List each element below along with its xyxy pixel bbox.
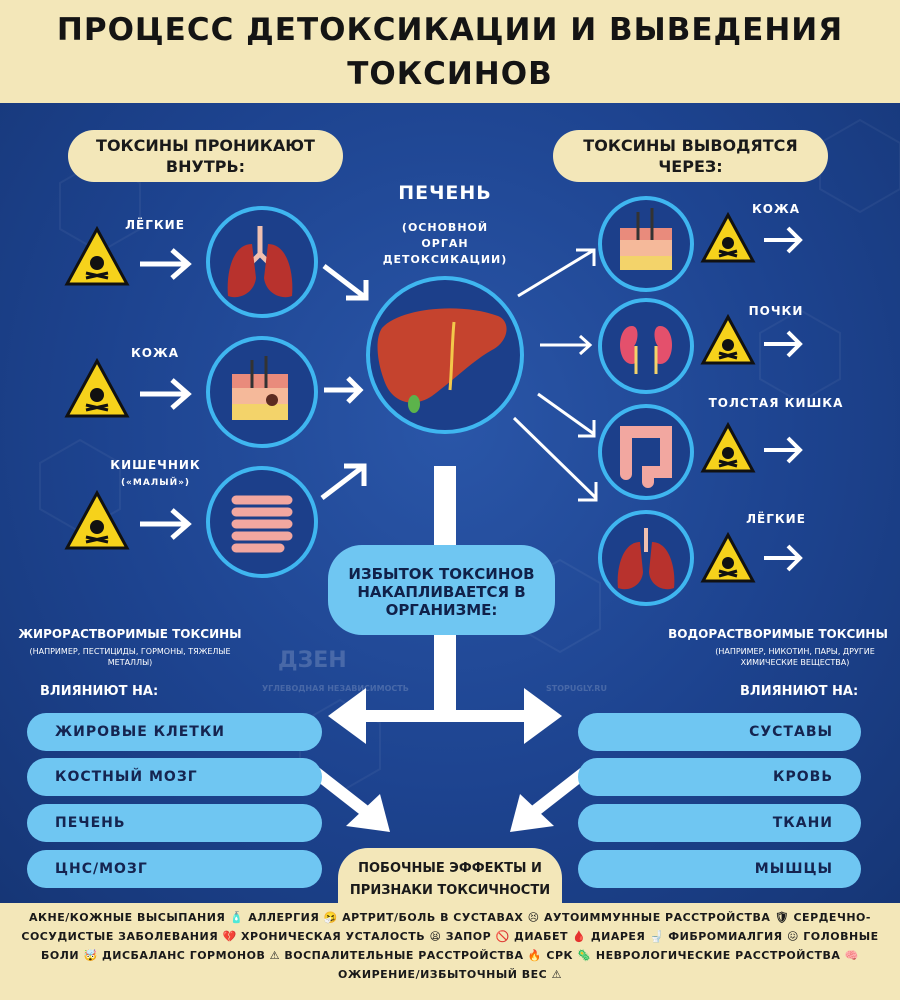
fat-item: ЖИРОВЫЕ КЛЕТКИ: [27, 713, 322, 751]
liver-subtitle: (ОСНОВНОЙ ОРГАН ДЕТОКСИКАЦИИ): [382, 221, 508, 266]
entry-circle-intestine: [206, 466, 318, 578]
side-effects-list: АКНЕ/КОЖНЫЕ ВЫСЫПАНИЯ 🧴 АЛЛЕРГИЯ 🤧 АРТРИ…: [21, 911, 879, 981]
entry-header: ТОКСИНЫ ПРОНИКАЮТ ВНУТРЬ:: [68, 130, 343, 182]
entry-label-intestine: КИШЕЧНИК: [110, 458, 201, 472]
skin-icon: [620, 208, 672, 270]
exit-circle-skin: [598, 196, 694, 292]
exit-circle-kidneys: [598, 298, 694, 394]
title-bar: ПРОЦЕСС ДЕТОКСИКАЦИИ И ВЫВЕДЕНИЯ ТОКСИНО…: [0, 0, 900, 103]
hazard-icon: [700, 532, 756, 583]
fat-item: КОСТНЫЙ МОЗГ: [27, 758, 322, 796]
arrow-diagonal-icon: [320, 463, 367, 500]
entry-circle-skin: [206, 336, 318, 448]
water-item: КРОВЬ: [578, 758, 861, 796]
hazard-icon: [64, 490, 130, 550]
exit-header: ТОКСИНЫ ВЫВОДЯТСЯ ЧЕРЕЗ:: [553, 130, 828, 182]
arrow-right-icon: [764, 330, 803, 358]
exit-label-skin: КОЖА: [752, 202, 800, 216]
lungs-icon: [227, 226, 293, 298]
hazard-icon: [700, 422, 756, 473]
entry-circle-lungs: [206, 206, 318, 318]
fat-affects-label: ВЛИЯНИЮТ НА:: [40, 684, 159, 699]
arrow-right-icon: [324, 376, 364, 404]
exit-circle-colon: [598, 404, 694, 500]
arrow-right-icon: [140, 508, 192, 540]
exit-label-lungs: ЛЁГКИЕ: [746, 512, 806, 526]
page-title: ПРОЦЕСС ДЕТОКСИКАЦИИ И ВЫВЕДЕНИЯ ТОКСИНО…: [56, 12, 844, 92]
entry-label-lungs: ЛЁГКИЕ: [125, 218, 185, 232]
liver-title: ПЕЧЕНЬ: [398, 182, 492, 204]
arrow-right-icon: [764, 436, 803, 464]
exit-circle-lungs: [598, 510, 694, 606]
water-soluble-sub: (НАПРИМЕР, НИКОТИН, ПАРЫ, ДРУГИЕ ХИМИЧЕС…: [715, 647, 875, 667]
hazard-icon: [64, 226, 130, 286]
fat-item: ЦНС/МОЗГ: [27, 850, 322, 888]
colon-icon: [620, 426, 672, 488]
liver-circle: [366, 276, 524, 434]
arrow-right-icon: [140, 378, 192, 410]
exit-label-kidneys: ПОЧКИ: [748, 304, 804, 318]
watermark-dzen-sub: УГЛЕВОДНАЯ НЕЗАВИСИМОСТЬ: [262, 684, 409, 693]
watermark-site: STOPUGLY.RU: [546, 684, 607, 693]
lungs-icon: [617, 528, 675, 590]
hazard-icon: [64, 358, 130, 418]
arrow-diagonal-icon: [517, 248, 596, 298]
arrow-right-icon: [764, 226, 803, 254]
arrow-diagonal-icon: [537, 392, 596, 438]
arrow-diagonal-icon: [322, 264, 369, 301]
arrow-diagonal-icon: [512, 416, 598, 502]
water-item: ТКАНИ: [578, 804, 861, 842]
flow-arrows: [328, 466, 562, 744]
hazard-icon: [700, 314, 756, 365]
hazard-icon: [700, 212, 756, 263]
intestine-icon: [231, 495, 293, 553]
exit-label-colon: ТОЛСТАЯ КИШКА: [708, 396, 844, 410]
fat-soluble-title: ЖИРОРАСТВОРИМЫЕ ТОКСИНЫ: [18, 627, 242, 641]
kidneys-icon: [620, 326, 672, 374]
side-effects-box: [0, 903, 900, 1000]
entry-sublabel-intestine: («МАЛЫЙ»): [120, 478, 191, 488]
water-soluble-title: ВОДОРАСТВОРИМЫЕ ТОКСИНЫ: [668, 627, 888, 641]
watermark-dzen: ДЗЕН: [278, 648, 347, 673]
fat-soluble-sub: (НАПРИМЕР, ПЕСТИЦИДЫ, ГОРМОНЫ, ТЯЖЕЛЫЕ М…: [29, 647, 231, 667]
water-item: СУСТАВЫ: [578, 713, 861, 751]
skin-icon: [232, 356, 288, 420]
arrow-right-icon: [764, 544, 803, 572]
water-affects-label: ВЛИЯНИЮТ НА:: [740, 684, 859, 699]
entry-label-skin: КОЖА: [131, 346, 179, 360]
water-item: МЫШЦЫ: [578, 850, 861, 888]
fat-item: ПЕЧЕНЬ: [27, 804, 322, 842]
arrow-right-icon: [140, 248, 192, 280]
liver-icon: [377, 308, 507, 413]
accumulation-box: ИЗБЫТОК ТОКСИНОВ НАКАПЛИВАЕТСЯ В ОРГАНИЗ…: [328, 545, 555, 635]
arrow-right-icon: [540, 334, 593, 356]
side-effects-title: ПОБОЧНЫЕ ЭФФЕКТЫ И ПРИЗНАКИ ТОКСИЧНОСТИ: [338, 848, 562, 910]
